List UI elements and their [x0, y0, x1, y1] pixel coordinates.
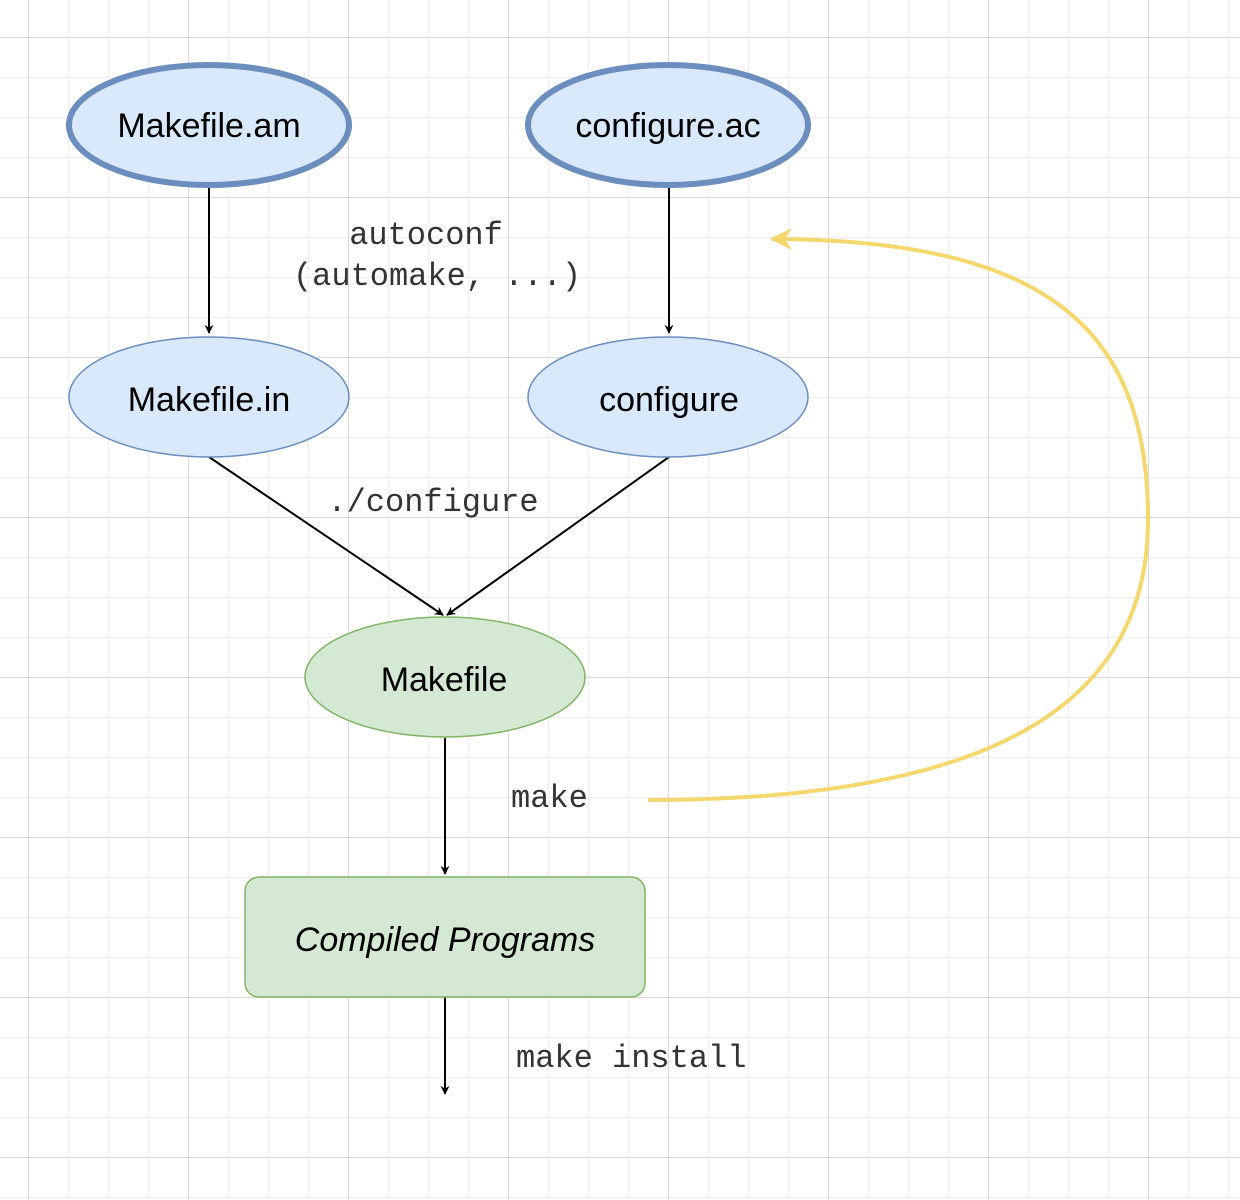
node-configure-label: configure [599, 381, 739, 419]
label-autoconf: autoconf [349, 217, 503, 254]
node-makefile[interactable]: Makefile [304, 616, 586, 738]
node-makefile-label: Makefile [381, 661, 508, 699]
node-configure-ac[interactable]: configure.ac [525, 62, 811, 188]
node-makefile-in[interactable]: Makefile.in [68, 336, 350, 458]
label-make-install: make install [516, 1040, 746, 1077]
label-configure-command: ./configure [327, 484, 538, 521]
feedback-curve-arrow [647, 228, 1151, 802]
edge-configure-to-makefile [446, 456, 670, 616]
node-configure-ac-label: configure.ac [575, 107, 760, 145]
label-automake: (automake, ...) [293, 258, 581, 295]
edge-makefile-in-to-makefile [208, 456, 444, 616]
node-configure[interactable]: configure [527, 336, 809, 458]
node-compiled-programs[interactable]: Compiled Programs [244, 876, 646, 998]
node-makefile-in-label: Makefile.in [128, 381, 291, 419]
label-make: make [511, 780, 588, 817]
node-makefile-am[interactable]: Makefile.am [66, 62, 352, 188]
node-compiled-programs-label: Compiled Programs [295, 921, 595, 959]
node-makefile-am-label: Makefile.am [117, 107, 300, 145]
